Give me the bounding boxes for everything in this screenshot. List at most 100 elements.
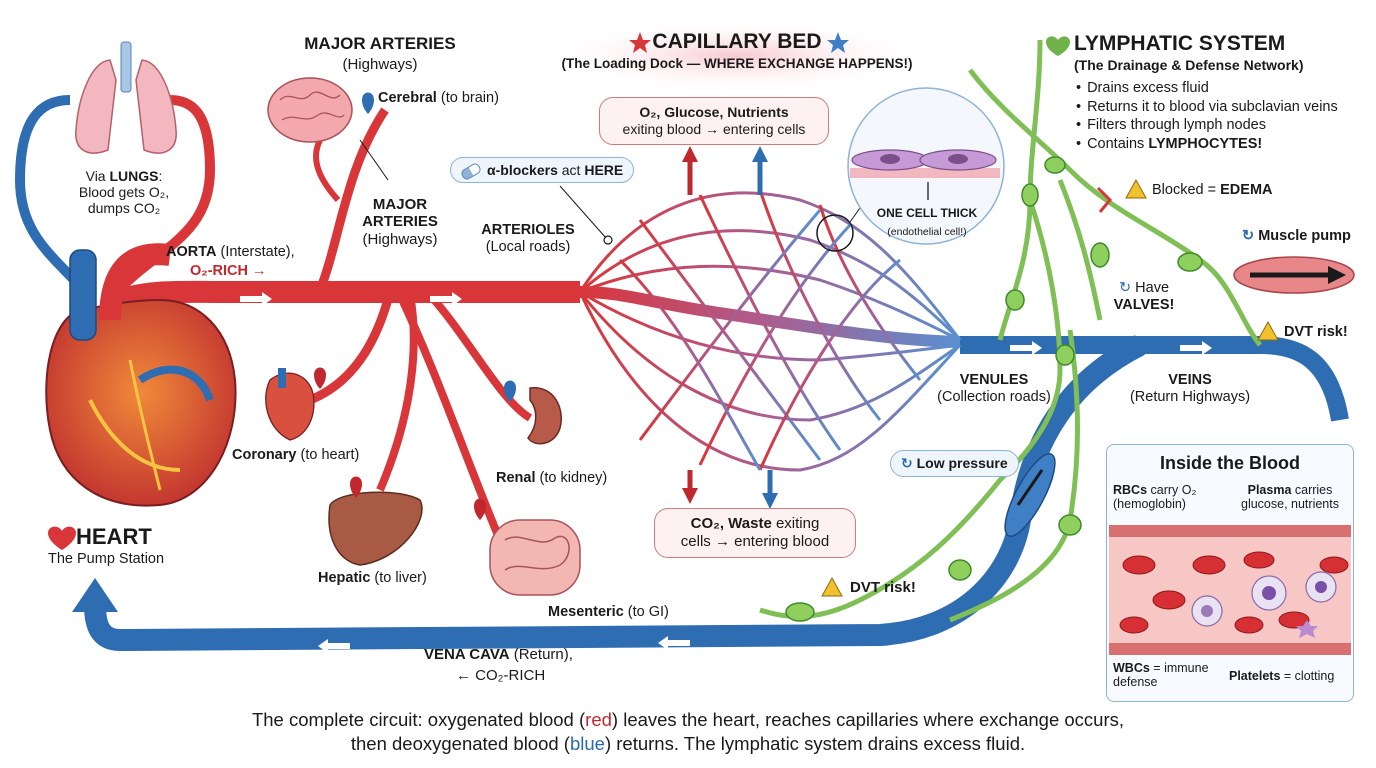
platelets-label: Platelets = clotting [1229, 669, 1334, 683]
muscle-pump-icon [1233, 256, 1355, 294]
cerebral-artery [315, 107, 389, 292]
mesenteric-desc: (to GI) [627, 604, 669, 620]
caption-line2-a: then deoxygenated blood ( [350, 733, 570, 754]
co2-box-rest: exiting [775, 515, 820, 532]
caption-blue-word: blue [569, 733, 605, 754]
lymph-bullet-2: Returns it to blood via subclavian veins [1076, 99, 1338, 116]
star-right-icon [827, 32, 849, 53]
co2-arrowhead [682, 488, 698, 504]
dvt-risk-bottom: DVT risk! [850, 579, 916, 596]
venules-title: VENULES [959, 372, 1029, 388]
aorta-desc: (Interstate), [220, 244, 295, 260]
mesenteric-artery [396, 293, 504, 542]
o2-exchange-box: O₂, Glucose, Nutrients exiting blood → e… [599, 97, 829, 145]
low-pressure-chip: ↻ Low pressure [890, 450, 1019, 477]
valves-label: ↻ Have VALVES! [1104, 280, 1184, 313]
lungs-label: Via LUNGS: Blood gets O₂, dumps CO₂ [64, 168, 184, 216]
major-arteries-top: MAJOR ARTERIES (Highways) [290, 34, 470, 73]
alpha-blockers-name: α-blockers [487, 162, 558, 178]
wbc-rest: = immune [1153, 661, 1209, 675]
venules-sub: (Collection roads) [937, 388, 1051, 405]
caption-line1-a: The complete circuit: oxygenated blood ( [251, 709, 586, 730]
rbc-sub: (hemoglobin) [1113, 497, 1186, 512]
lymph-bullet-4: Contains LYMPHOCYTES! [1076, 136, 1338, 153]
veins-label: VEINS (Return Highways) [1120, 372, 1260, 405]
renal-label: Renal (to kidney) [496, 470, 607, 487]
zoom-circle-small [816, 214, 854, 252]
wbc-sub: defense [1113, 675, 1158, 690]
caption-line2-b: ) returns. The lymphatic system drains e… [604, 733, 1026, 754]
capillary-bed-sub: (The Loading Dock — WHERE EXCHANGE HAPPE… [561, 56, 913, 71]
vena-cava-vessel [84, 335, 1145, 652]
alpha-blockers-where: HERE [584, 162, 624, 178]
major-arteries-mid-line2: ARTERIES [362, 213, 438, 231]
star-left-icon [629, 32, 651, 53]
aorta-label: AORTA (Interstate), [166, 244, 295, 261]
lymph-nodes [785, 156, 1203, 622]
vena-cava-rich: ← CO₂-RICH [456, 667, 546, 684]
warning-icons [821, 178, 1279, 597]
o2-box-line1: O₂, Glucose, Nutrients [639, 104, 789, 120]
plasma-bold: Plasma [1247, 483, 1292, 497]
refresh-icon: ↻ [1118, 280, 1132, 296]
dvt-risk-right: DVT risk! [1284, 324, 1348, 340]
blood-panel-title: Inside the Blood [1159, 453, 1300, 473]
co2-exchange-box: CO₂, Waste exiting cells → entering bloo… [654, 508, 856, 558]
one-cell-label: ONE CELL THICK (endothelial cell!) [862, 204, 992, 241]
lymphatic-title: LYMPHATIC SYSTEM [1074, 32, 1286, 55]
capillary-mesh [578, 189, 962, 472]
heart-icon [45, 243, 237, 507]
muscle-pump-text: Muscle pump [1258, 228, 1351, 244]
lymph-bullet-4-prefix: Contains [1087, 136, 1145, 153]
valves-prefix: Have [1135, 280, 1170, 296]
vena-cava-name: VENA CAVA [424, 646, 510, 663]
hepatic-name: Hepatic [318, 570, 371, 586]
lymph-bullet-1: Drains excess fluid [1076, 80, 1338, 97]
rbc-rest: carry O₂ [1150, 483, 1197, 497]
lungs-name: LUNGS [109, 168, 159, 184]
coronary-artery [308, 290, 395, 405]
inside-blood-panel: Inside the Blood RBCs carry O₂ (hemoglob… [1106, 444, 1354, 702]
alpha-blockers-act: act [561, 162, 581, 178]
wbc-label: WBCs = immune defense [1113, 661, 1209, 690]
lymph-bullet-4-bold: LYMPHOCYTES! [1148, 136, 1263, 153]
coronary-desc: (to heart) [300, 447, 360, 463]
co2-box-line2: cells → entering blood [680, 533, 830, 550]
wbc-bold: WBCs [1113, 661, 1150, 675]
major-arteries-mid-sub: (Highways) [362, 230, 438, 248]
lungs-line3: dumps CO₂ [87, 200, 161, 217]
blocked-edema-label: Blocked = EDEMA [1152, 182, 1273, 199]
aorta-vessel [116, 280, 580, 311]
veins-sub: (Return Highways) [1129, 388, 1251, 405]
liver-icon [328, 491, 423, 566]
lymphatic-sub: (The Drainage & Defense Network) [1074, 57, 1304, 73]
caption-line1-b: ) leaves the heart, reaches capillaries … [611, 709, 1125, 730]
arterioles-title: ARTERIOLES [481, 222, 575, 238]
brain-icon [267, 77, 353, 143]
vena-cava-label: VENA CAVA (Return), [424, 646, 573, 663]
cerebral-label: Cerebral (to brain) [378, 90, 499, 107]
veins-title: VEINS [1168, 372, 1212, 388]
muscle-pump-label: ↻ Muscle pump [1242, 228, 1351, 245]
caption-red-word: red [585, 709, 612, 730]
blood-vessel-illustration [1109, 525, 1351, 655]
major-arteries-pointer [359, 139, 389, 181]
hepatic-artery [376, 294, 418, 492]
vena-cava-arrowhead [72, 578, 118, 612]
o2-exit-arrowhead [682, 146, 698, 162]
vein-valve-icon [1004, 453, 1056, 537]
plasma-sub: glucose, nutrients [1241, 497, 1339, 512]
arterioles-sub: (Local roads) [485, 238, 571, 255]
lymphatic-bullets: Drains excess fluid Returns it to blood … [1076, 80, 1338, 155]
low-pressure-text: Low pressure [916, 455, 1008, 471]
one-cell-sub: (endothelial cell!) [887, 226, 967, 239]
one-cell-title: ONE CELL THICK [876, 206, 978, 220]
aorta-name: AORTA [166, 244, 217, 260]
pulmonary-vein-loop [14, 95, 96, 304]
flow-arrows [240, 292, 1212, 653]
major-arteries-top-sub: (Highways) [342, 55, 418, 73]
coronary-name: Coronary [232, 447, 297, 463]
co2-arrowhead-2 [762, 493, 778, 509]
blocked-bold: EDEMA [1220, 182, 1273, 198]
